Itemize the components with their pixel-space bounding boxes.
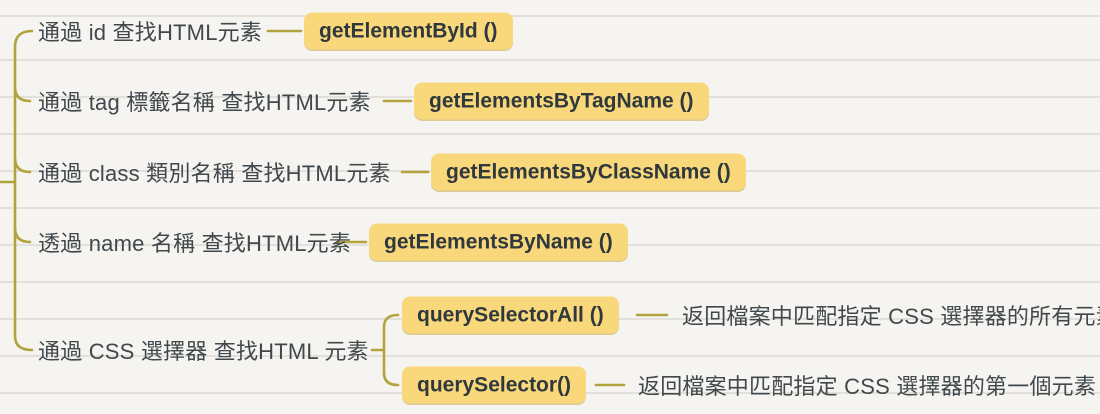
description-queryselectorall[interactable]: 返回檔案中匹配指定 CSS 選擇器的所有元素: [682, 304, 1100, 329]
description-queryselector[interactable]: 返回檔案中匹配指定 CSS 選擇器的第一個元素: [638, 374, 1097, 399]
method-node-queryselectorall[interactable]: querySelectorAll (): [402, 296, 619, 334]
method-node-getelementsbyclassname[interactable]: getElementsByClassName (): [431, 153, 746, 191]
branch-label-id[interactable]: 通過 id 查找HTML元素: [38, 20, 263, 45]
css-children-bracket: [382, 313, 400, 387]
method-node-getelementsbytagname[interactable]: getElementsByTagName (): [414, 82, 709, 120]
branch-hook-tag: [13, 85, 32, 103]
method-node-getelementbyid[interactable]: getElementById (): [304, 12, 513, 50]
branch-label-class[interactable]: 通過 class 類別名稱 查找HTML元素: [38, 161, 391, 186]
branch-hook-name: [13, 226, 32, 244]
branch-label-tag[interactable]: 通過 tag 標籤名稱 查找HTML元素: [38, 90, 371, 115]
branch-hook-class: [13, 156, 32, 174]
method-node-queryselector[interactable]: querySelector(): [402, 366, 587, 404]
method-node-getelementsbyname[interactable]: getElementsByName (): [369, 223, 628, 261]
branch-label-css[interactable]: 通過 CSS 選擇器 查找HTML 元素: [38, 339, 369, 364]
main-trunk-line: [13, 29, 34, 352]
branch-label-name[interactable]: 透過 name 名稱 查找HTML元素: [38, 231, 352, 256]
